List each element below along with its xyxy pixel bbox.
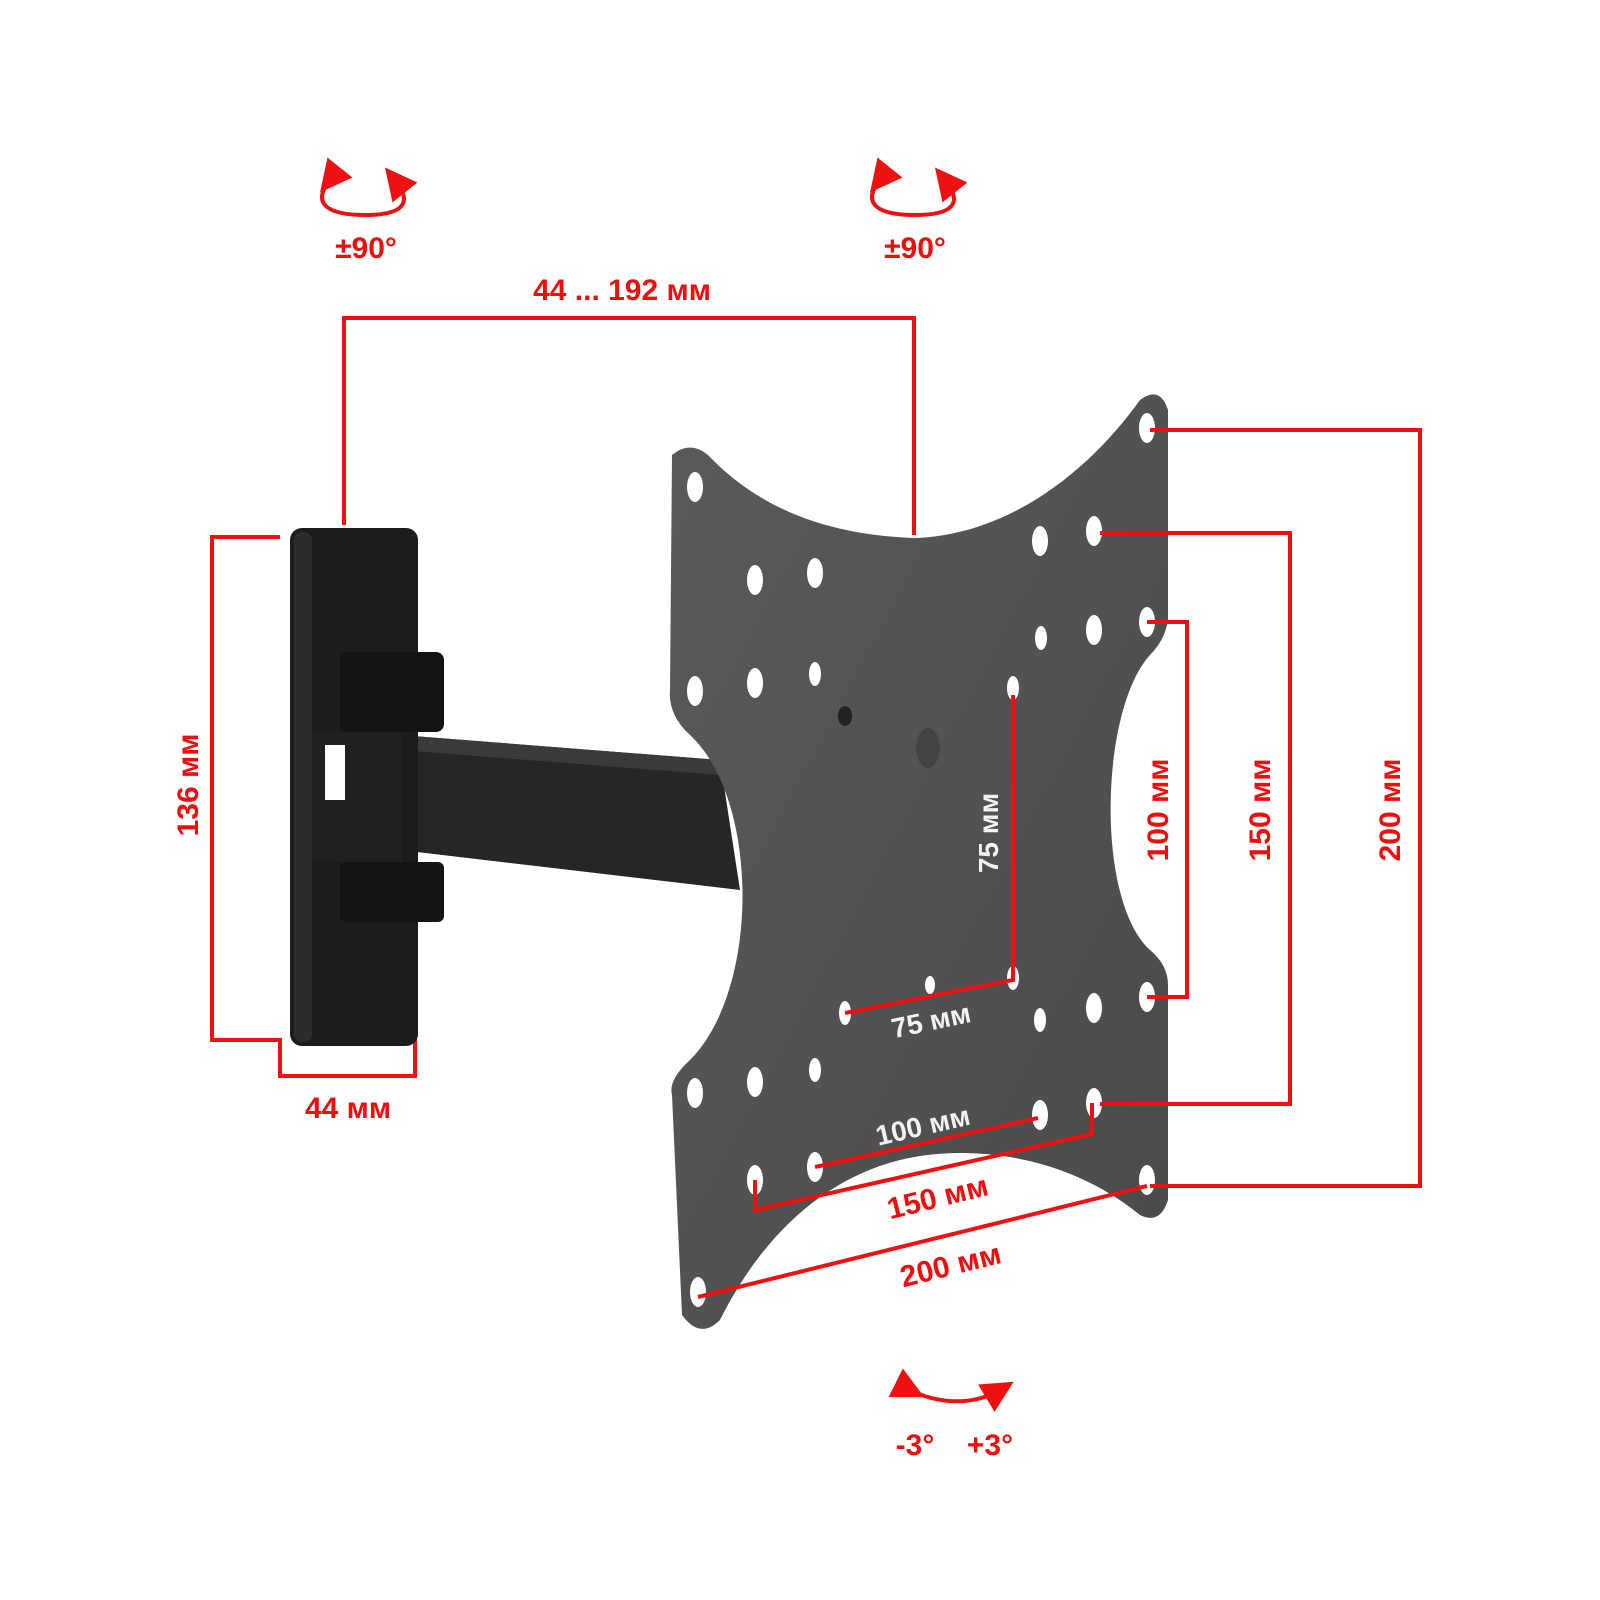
swivel-left-icon xyxy=(320,157,418,218)
vesa-100-vertical-label: 100 мм xyxy=(1142,759,1175,862)
arm-extension-label: 44 ... 192 мм xyxy=(533,274,711,307)
vesa-200-vertical-label: 200 мм xyxy=(1374,759,1407,862)
vesa-75-vertical-label: 75 мм xyxy=(973,793,1004,873)
vesa-200-horizontal-line xyxy=(697,1184,1148,1299)
vesa-150-vertical-label: 150 мм xyxy=(1244,759,1277,862)
arm-extension-dimension-line xyxy=(342,316,916,535)
tilt-icon xyxy=(888,1368,1014,1412)
swivel-right-icon xyxy=(870,157,968,218)
wall-plate xyxy=(290,528,444,1046)
vesa-150-vertical-line xyxy=(1100,531,1292,1106)
vesa-100-vertical-line xyxy=(1147,620,1189,999)
swivel-left-label: ±90° xyxy=(335,232,397,265)
swivel-right-label: ±90° xyxy=(884,232,946,265)
wall-plate-dimension-line xyxy=(210,535,417,1078)
vesa-100-horizontal-line xyxy=(814,1116,1039,1169)
vesa-150-horizontal-line xyxy=(753,1103,1094,1213)
tilt-plus-label: +3° xyxy=(967,1429,1013,1462)
vesa-200-vertical-line xyxy=(1150,428,1422,1188)
swing-arm xyxy=(400,735,740,890)
wall-plate-height-label: 136 мм xyxy=(172,734,205,837)
vesa-75-dimension-line xyxy=(844,695,1015,1015)
tilt-minus-label: -3° xyxy=(896,1429,935,1462)
wall-plate-width-label: 44 мм xyxy=(305,1092,391,1125)
